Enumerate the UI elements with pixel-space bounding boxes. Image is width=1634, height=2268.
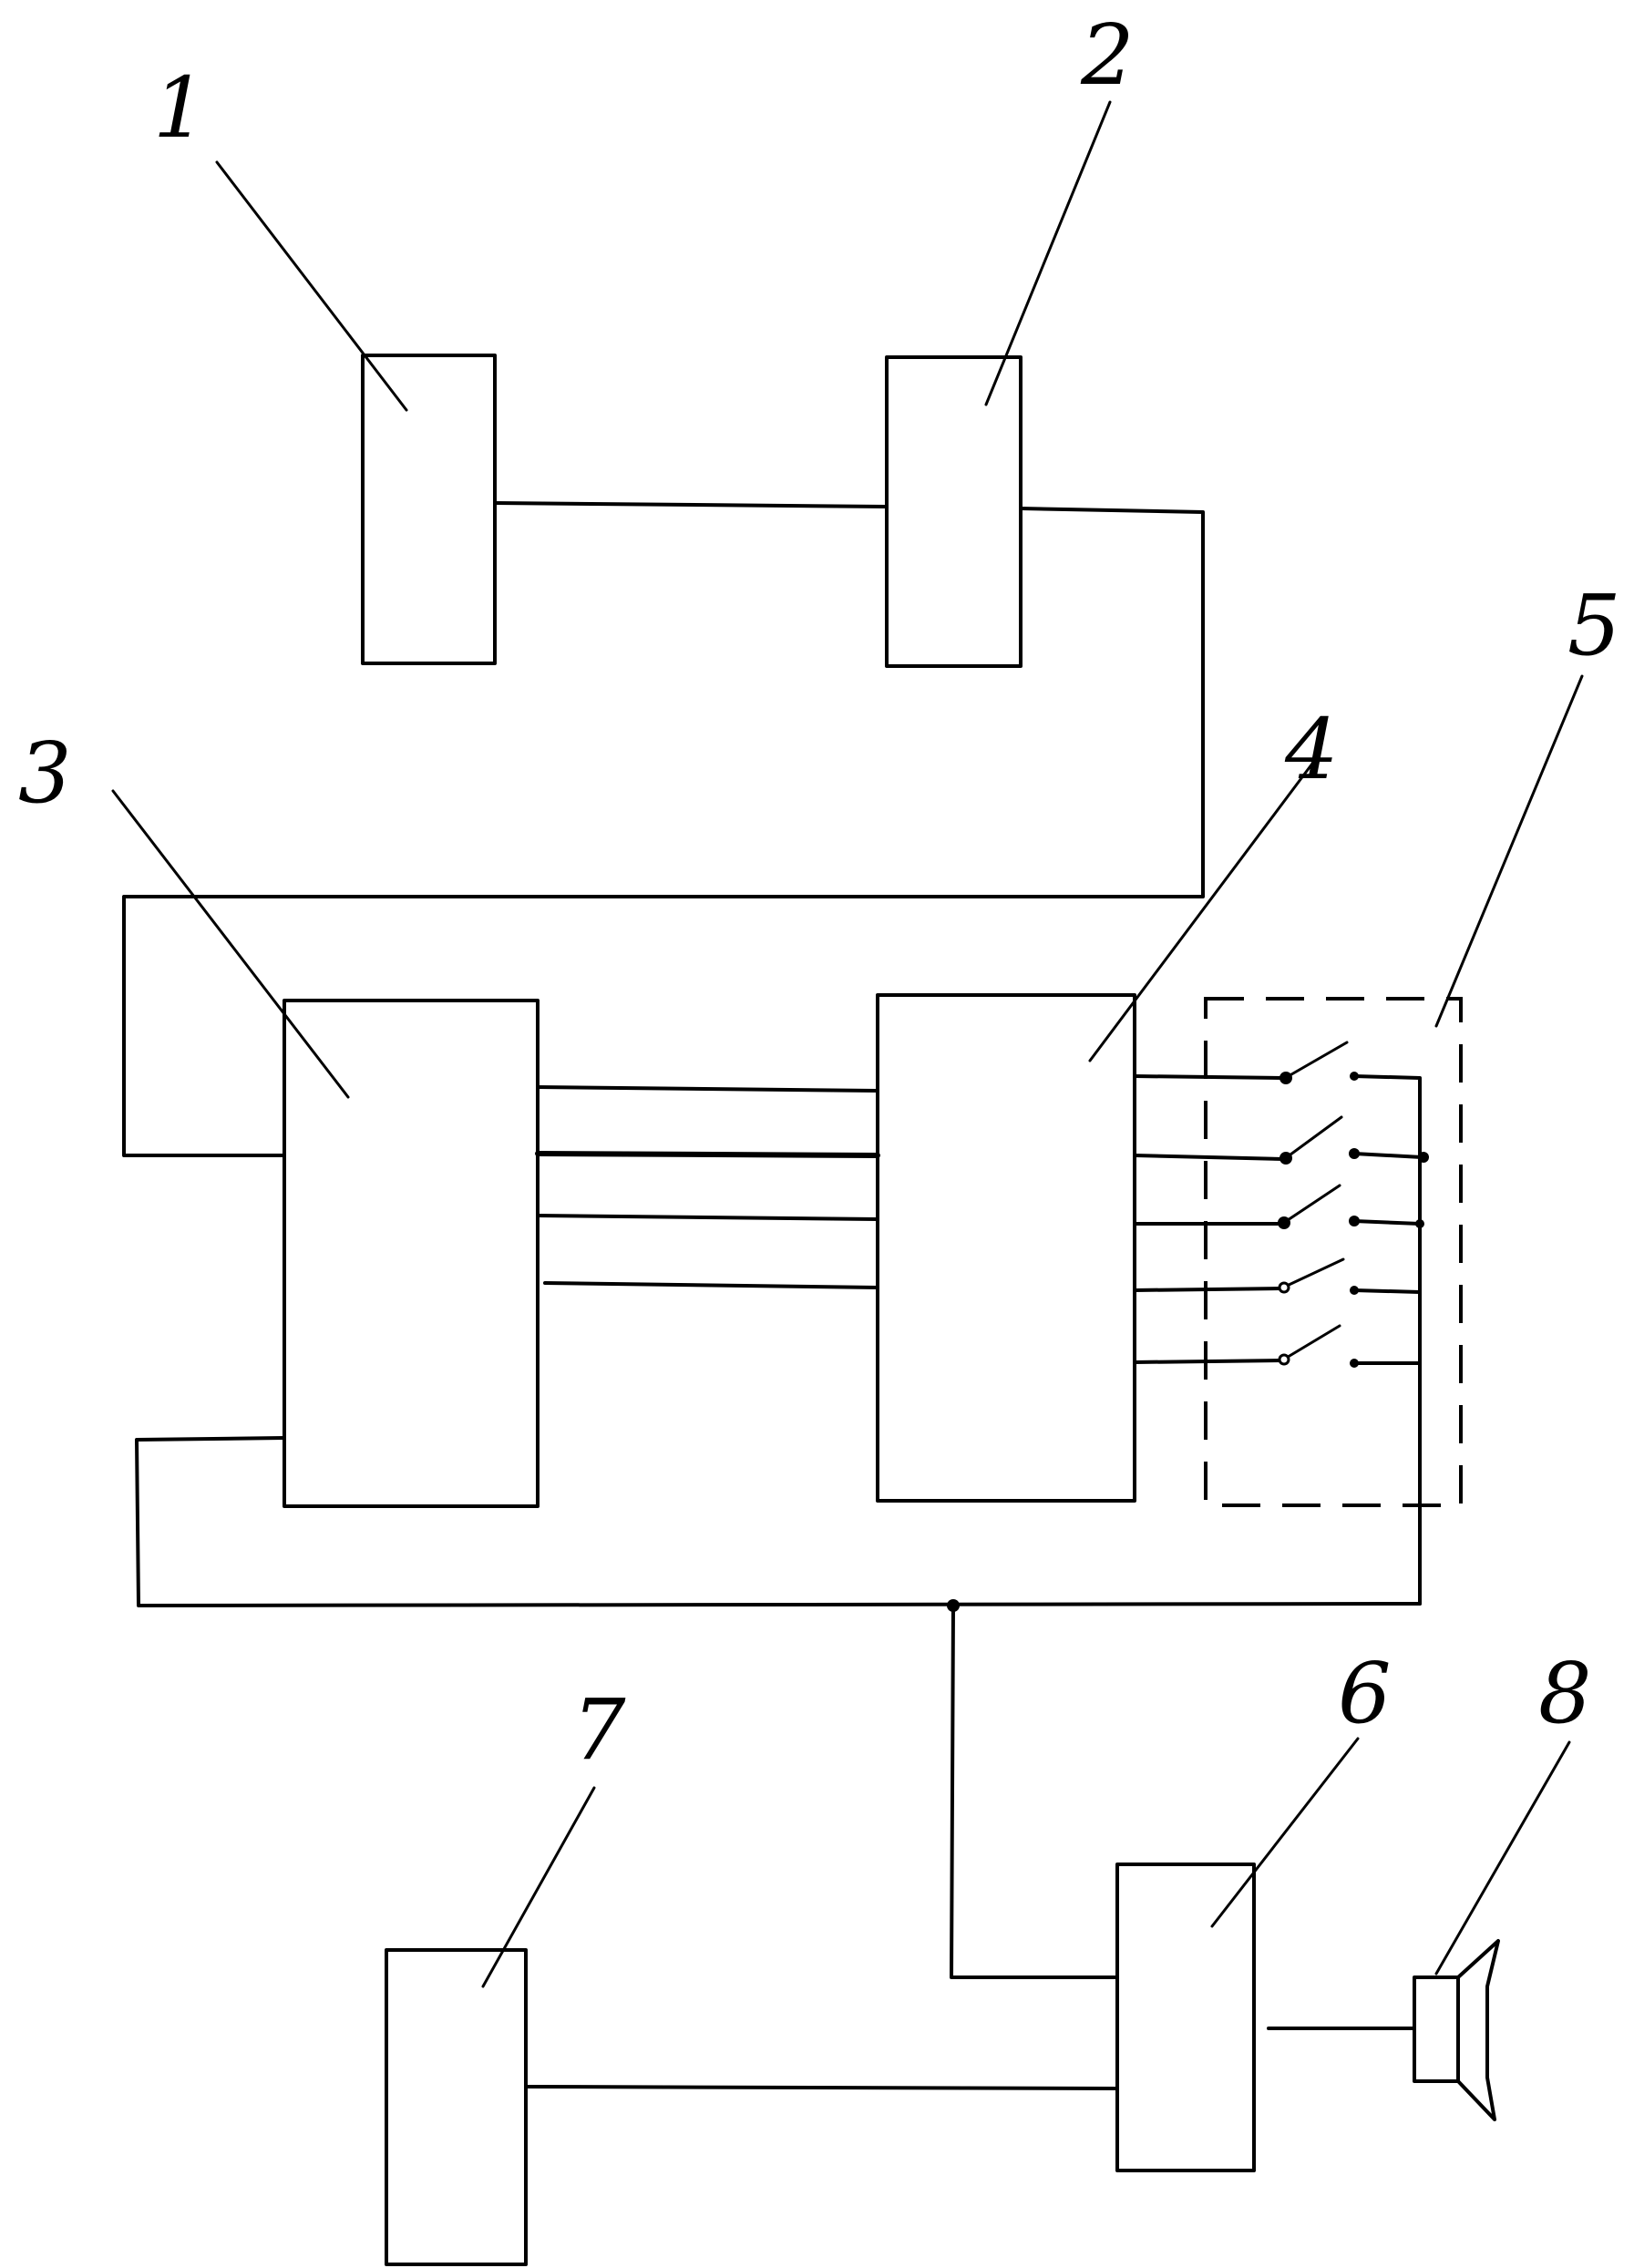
leader-2 [986, 102, 1110, 405]
block-6 [1117, 1864, 1254, 2171]
wire-return-loop [137, 1438, 1420, 1606]
block-2 [887, 357, 1021, 666]
switch-array [1135, 1042, 1429, 1604]
block-7 [386, 1950, 526, 2264]
leader-5 [1436, 676, 1582, 1026]
label-8: 8 [1538, 1645, 1592, 1742]
leader-1 [217, 162, 406, 410]
block-4 [878, 995, 1135, 1501]
wire-1-to-2 [495, 503, 887, 507]
label-7: 7 [572, 1681, 626, 1779]
label-4: 4 [1284, 701, 1339, 798]
label-1: 1 [153, 59, 207, 157]
label-5: 5 [1567, 577, 1621, 674]
label-6: 6 [1338, 1645, 1392, 1742]
bus-line-2 [538, 1154, 878, 1155]
block-3 [284, 1001, 538, 1506]
speaker-icon [1414, 1941, 1498, 2119]
bus-line-1 [538, 1087, 878, 1091]
switch-group-enclosure [1206, 999, 1461, 1505]
label-3: 3 [18, 724, 72, 822]
block-1 [363, 355, 495, 663]
leader-3 [113, 791, 348, 1097]
label-2: 2 [1080, 6, 1135, 104]
bus-line-4 [545, 1283, 878, 1288]
leader-6 [1212, 1739, 1358, 1926]
wire-7-to-6 [526, 2087, 1117, 2088]
leader-7 [483, 1788, 594, 1986]
leader-8 [1436, 1742, 1569, 1974]
wire-junction-to-6 [951, 1606, 1117, 1977]
bus-line-3 [538, 1216, 878, 1219]
